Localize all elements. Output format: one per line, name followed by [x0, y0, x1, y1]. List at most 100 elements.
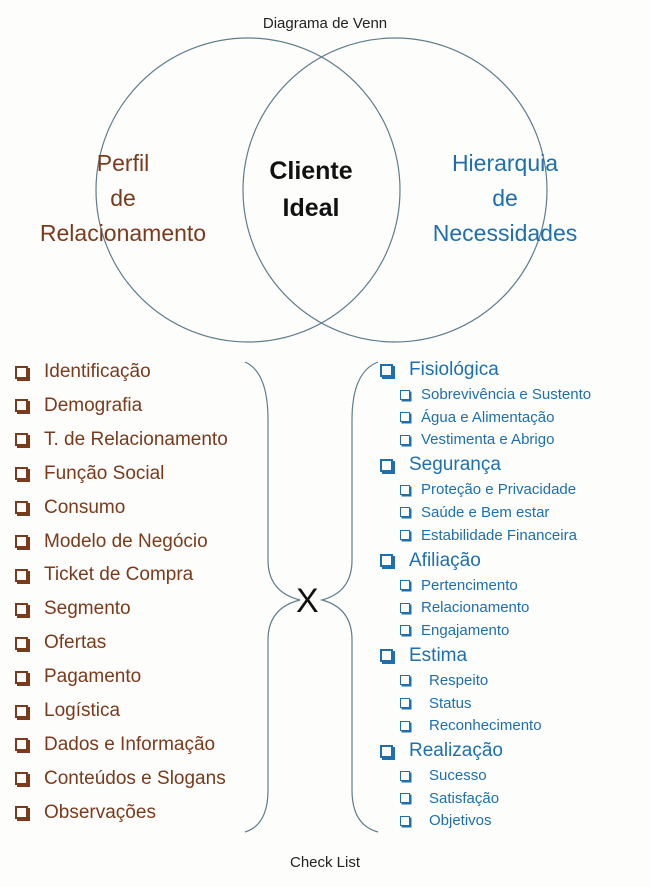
item-label: Função Social	[44, 462, 165, 484]
item-label: Dados e Informação	[44, 733, 216, 755]
checkbox-icon[interactable]	[15, 399, 28, 413]
category-label: Realização	[409, 740, 503, 762]
left-checklist-item[interactable]: Pagamento	[15, 666, 141, 688]
item-label: Ticket de Compra	[44, 564, 194, 586]
checkbox-icon[interactable]	[400, 484, 410, 495]
left-checklist-item[interactable]: Dados e Informação	[15, 734, 215, 756]
need-category[interactable]: Afiliação	[380, 550, 481, 572]
checkbox-icon[interactable]	[15, 568, 28, 582]
need-subitem[interactable]: Saúde e Bem estar	[400, 504, 549, 521]
left-circle	[95, 37, 401, 343]
need-subitem[interactable]: Sucesso	[400, 767, 487, 784]
checkbox-icon[interactable]	[400, 412, 410, 423]
checkbox-icon[interactable]	[400, 770, 410, 781]
need-subitem[interactable]: Proteção e Privacidade	[400, 481, 576, 498]
subitem-label: Saúde e Bem estar	[421, 503, 550, 521]
checkbox-icon[interactable]	[400, 389, 410, 400]
subitem-label: Status	[429, 694, 472, 712]
checkbox-icon[interactable]	[400, 793, 410, 804]
need-subitem[interactable]: Sobrevivência e Sustento	[400, 386, 591, 403]
checkbox-icon[interactable]	[15, 467, 28, 481]
need-category[interactable]: Segurança	[380, 454, 501, 476]
need-subitem[interactable]: Satisfação	[400, 790, 499, 807]
operator-x: X	[296, 582, 319, 620]
need-subitem[interactable]: Vestimenta e Abrigo	[400, 431, 554, 448]
checkbox-icon[interactable]	[380, 458, 393, 472]
checkbox-icon[interactable]	[15, 806, 28, 820]
left-checklist-item[interactable]: T. de Relacionamento	[15, 429, 228, 451]
checkbox-icon[interactable]	[400, 720, 410, 731]
item-label: Pagamento	[44, 666, 142, 688]
left-checklist-item[interactable]: Consumo	[15, 497, 125, 519]
right-set-line: de	[492, 185, 518, 211]
left-set-line: Relacionamento	[39, 220, 207, 246]
left-set-line: de	[110, 185, 136, 211]
checkbox-icon[interactable]	[15, 501, 28, 515]
checkbox-icon[interactable]	[380, 554, 393, 568]
right-set-line: Hierarquia	[451, 150, 559, 176]
checkbox-icon[interactable]	[380, 649, 393, 663]
checkbox-icon[interactable]	[400, 815, 410, 826]
diagram-title: Diagrama de Venn	[262, 15, 388, 32]
checkbox-icon[interactable]	[15, 704, 28, 718]
checkbox-icon[interactable]	[15, 365, 28, 379]
left-checklist-item[interactable]: Ticket de Compra	[15, 564, 193, 586]
subitem-label: Objetivos	[429, 812, 492, 830]
subitem-label: Água e Alimentação	[421, 408, 555, 426]
subitem-label: Engajamento	[421, 621, 510, 639]
checkbox-icon[interactable]	[15, 636, 28, 650]
checkbox-icon[interactable]	[15, 535, 28, 548]
left-checklist-item[interactable]: Logística	[15, 700, 120, 722]
left-checklist-item[interactable]: Modelo de Negócio	[15, 531, 208, 553]
need-subitem[interactable]: Pertencimento	[400, 577, 518, 594]
footer-label: Check List	[289, 854, 361, 871]
need-subitem[interactable]: Respeito	[400, 672, 488, 689]
checkbox-icon[interactable]	[400, 698, 410, 708]
checkbox-icon[interactable]	[15, 602, 28, 616]
left-brace	[244, 361, 301, 833]
need-subitem[interactable]: Status	[400, 695, 472, 712]
checkbox-icon[interactable]	[15, 738, 28, 752]
checkbox-icon[interactable]	[380, 363, 393, 377]
left-checklist-item[interactable]: Função Social	[15, 463, 164, 485]
need-category[interactable]: Realização	[380, 740, 503, 762]
checkbox-icon[interactable]	[400, 580, 410, 591]
need-subitem[interactable]: Objetivos	[400, 812, 492, 829]
checkbox-icon[interactable]	[400, 625, 410, 636]
item-label: Demografia	[44, 394, 143, 416]
need-subitem[interactable]: Reconhecimento	[400, 717, 542, 734]
checkbox-icon[interactable]	[400, 530, 410, 540]
item-label: Observações	[44, 801, 156, 823]
left-checklist-item[interactable]: Observações	[15, 802, 156, 824]
checkbox-icon[interactable]	[380, 744, 393, 758]
right-brace	[319, 361, 379, 833]
checkbox-icon[interactable]	[15, 433, 28, 447]
checkbox-icon[interactable]	[400, 602, 410, 613]
need-subitem[interactable]: Engajamento	[400, 622, 509, 639]
left-checklist-item[interactable]: Demografia	[15, 395, 142, 417]
left-checklist-item[interactable]: Ofertas	[15, 632, 106, 654]
category-label: Estima	[409, 644, 468, 666]
category-label: Segurança	[409, 454, 501, 476]
need-category[interactable]: Fisiológica	[380, 359, 499, 381]
right-set-label: Hierarquia de Necessidades	[405, 146, 605, 251]
checkbox-icon[interactable]	[400, 507, 410, 518]
subitem-label: Relacionamento	[421, 599, 530, 617]
need-subitem[interactable]: Água e Alimentação	[400, 409, 554, 426]
left-checklist-item[interactable]: Conteúdos e Slogans	[15, 768, 226, 790]
need-category[interactable]: Estima	[380, 645, 467, 667]
intersection-line: Cliente	[269, 157, 353, 185]
left-checklist-item[interactable]: Identificação	[15, 361, 151, 383]
subitem-label: Proteção e Privacidade	[421, 481, 577, 499]
left-checklist-item[interactable]: Segmento	[15, 598, 131, 620]
right-circle	[242, 37, 548, 343]
need-subitem[interactable]: Relacionamento	[400, 599, 529, 616]
subitem-label: Sobrevivência e Sustento	[421, 386, 592, 403]
checkbox-icon[interactable]	[400, 675, 410, 686]
checkbox-icon[interactable]	[15, 772, 28, 786]
checkbox-icon[interactable]	[15, 670, 28, 684]
checkbox-icon[interactable]	[400, 434, 410, 445]
need-subitem[interactable]: Estabilidade Financeira	[400, 527, 577, 544]
